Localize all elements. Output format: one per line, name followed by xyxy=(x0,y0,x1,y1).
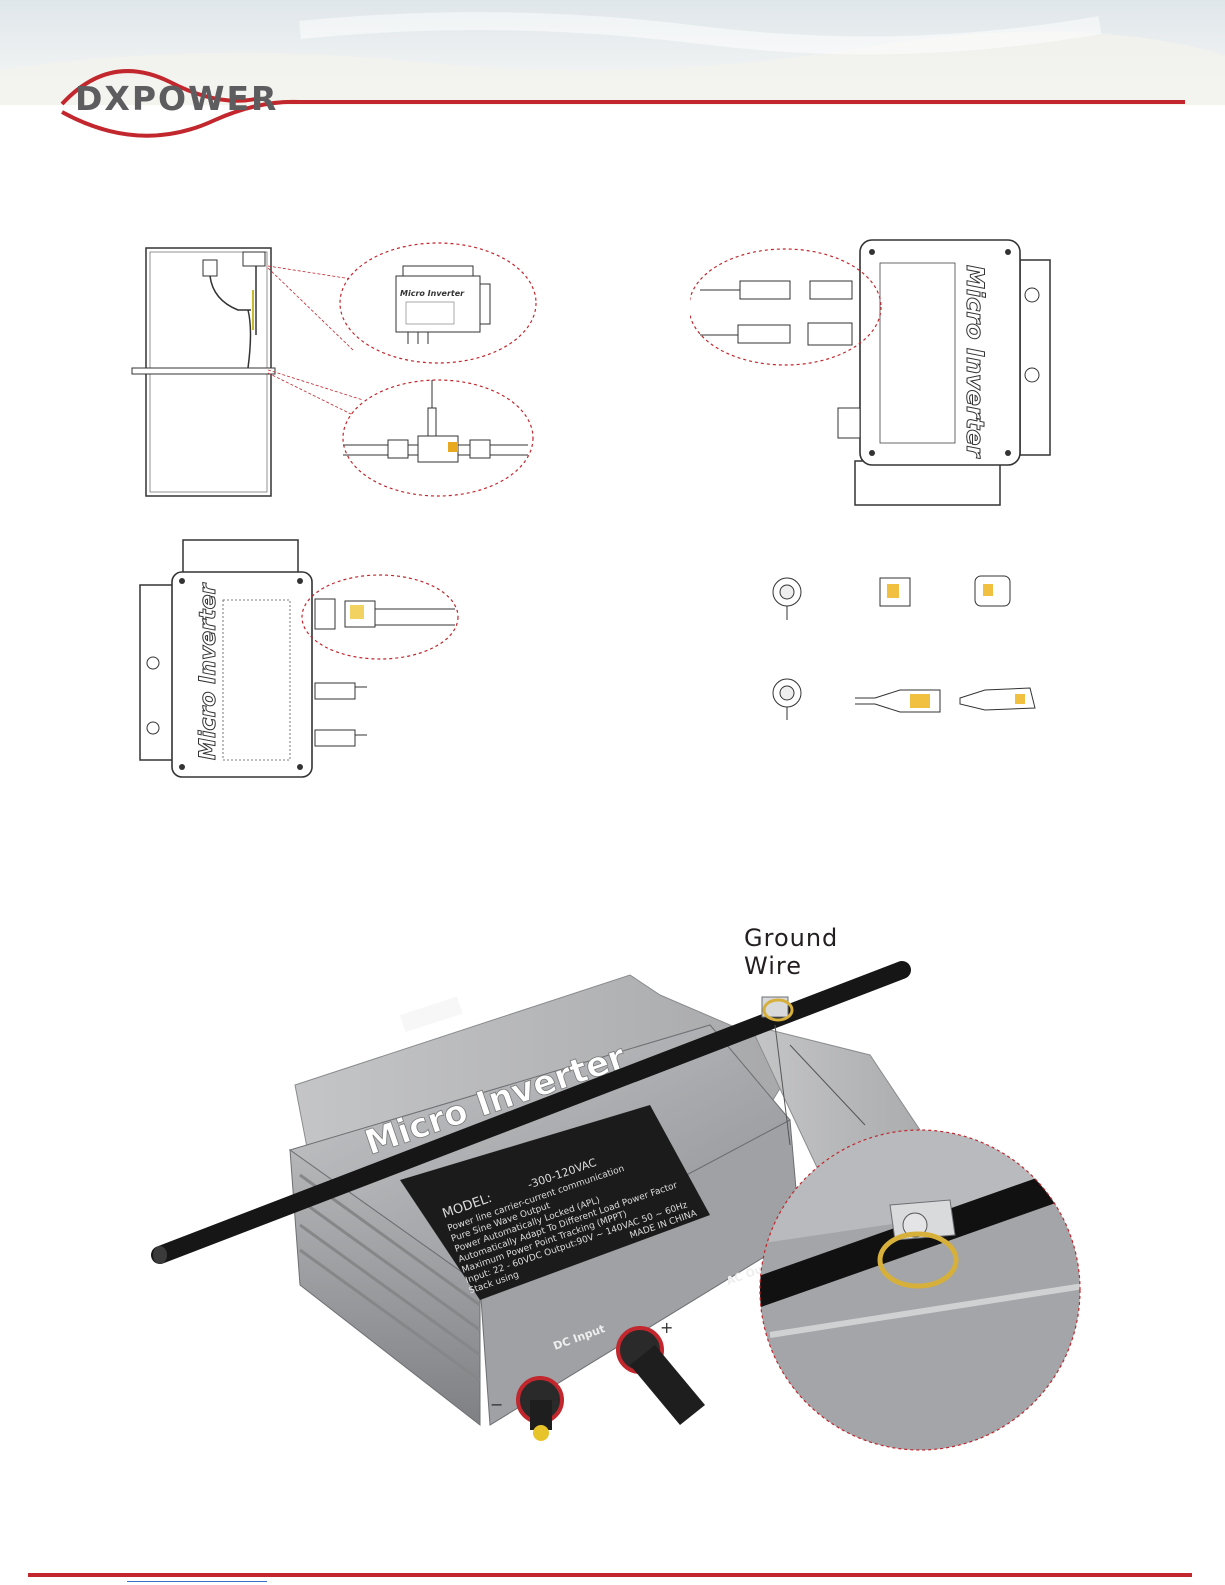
footer-rule xyxy=(28,1573,1192,1577)
ground-wire-label: Ground Wire xyxy=(744,924,838,980)
brand-logo: DXPOWER xyxy=(75,79,279,118)
dc-minus-label: − xyxy=(490,1395,503,1414)
inverter-side-label: Micro Inverter xyxy=(196,583,221,760)
inverter-ground-wire-photo: Micro Inverter MODEL: -300-120VAC Power … xyxy=(151,961,1081,1451)
header-banner xyxy=(0,0,1225,105)
ground-wire-label-line-1: Ground xyxy=(744,924,839,952)
inverter-dc-connection-diagram: Micro Inverter xyxy=(690,239,1051,506)
dc-plus-label: + xyxy=(660,1318,673,1337)
inverter-ac-connection-diagram: Micro Inverter xyxy=(139,539,459,778)
ground-wire-label-line-2: Wire xyxy=(744,952,802,980)
connector-detail-diagram xyxy=(772,575,1036,720)
inverter-top-label: Micro Inverter xyxy=(961,265,989,460)
header-swoosh xyxy=(60,69,1185,138)
zoom-inverter-label: Micro Inverter xyxy=(400,289,465,298)
footer-link-underline xyxy=(127,1581,267,1582)
panel-wiring-diagram: Micro Inverter xyxy=(131,242,537,497)
